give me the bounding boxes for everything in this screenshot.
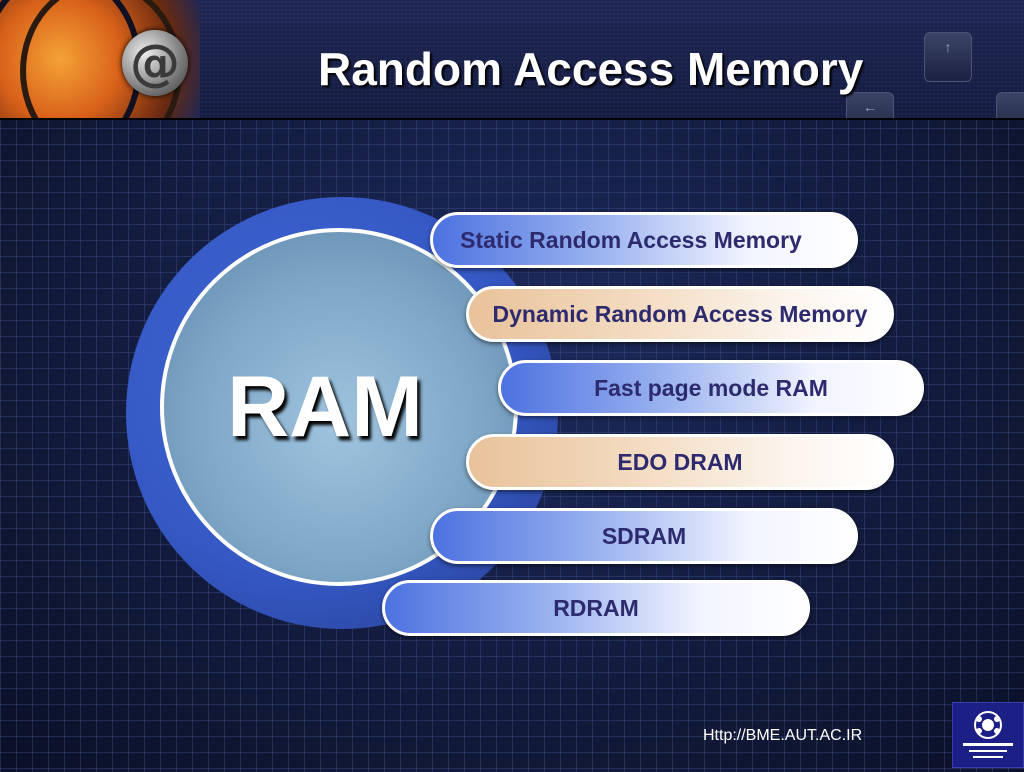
ram-type-label: EDO DRAM xyxy=(617,448,743,475)
page-title: Random Access Memory xyxy=(318,43,864,95)
ram-type-pill: Static Random Access Memory xyxy=(430,212,858,268)
ram-type-pill: Dynamic Random Access Memory xyxy=(466,286,894,342)
ram-type-pill: SDRAM xyxy=(430,508,858,564)
up-arrow-key-icon: ↑ xyxy=(924,32,972,82)
ram-type-pill: Fast page mode RAM xyxy=(498,360,924,416)
ram-type-label: Dynamic Random Access Memory xyxy=(492,300,868,327)
university-seal-icon xyxy=(952,702,1024,768)
ram-type-label: SDRAM xyxy=(601,522,687,549)
logo-artwork: @ xyxy=(0,0,200,118)
keyboard-key-icon xyxy=(996,92,1024,118)
left-arrow-key-icon: ← xyxy=(846,92,894,118)
header-banner: @ ↑ ← Random Access Memory xyxy=(0,0,1024,120)
ram-type-label: Static Random Access Memory xyxy=(460,226,802,253)
at-sign-icon: @ xyxy=(122,30,188,96)
ram-type-label: RDRAM xyxy=(553,594,639,621)
ram-type-label: Fast page mode RAM xyxy=(594,374,828,401)
ram-type-pill: RDRAM xyxy=(382,580,810,636)
ram-type-pill: EDO DRAM xyxy=(466,434,894,490)
center-label: RAM xyxy=(227,359,423,455)
footer-url: Http://BME.AUT.AC.IR xyxy=(703,727,863,744)
